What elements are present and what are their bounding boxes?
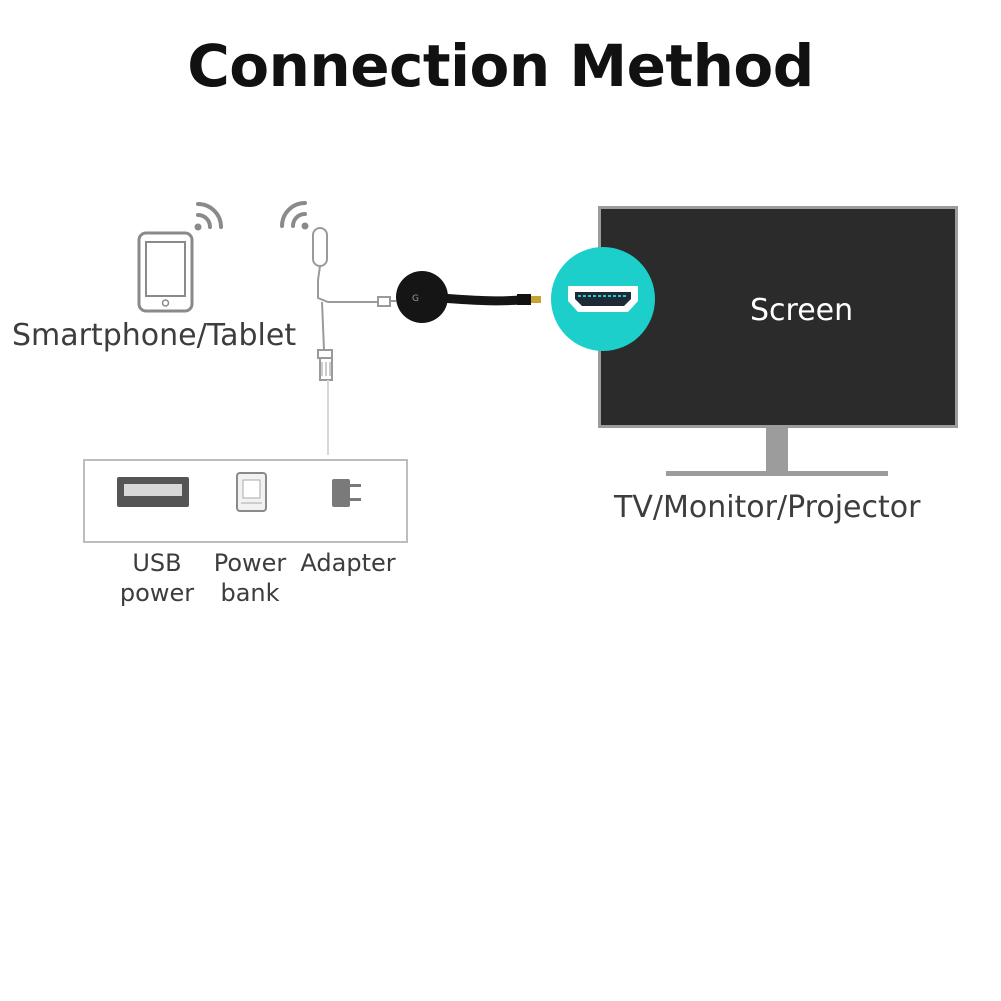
power-source-box [83,459,408,543]
usb-port-icon [117,477,189,507]
hdmi-dongle-icon: G [396,271,541,323]
usb-power-label-line1: USB [132,549,182,577]
hdmi-port-icon [551,247,655,351]
usb-power-label-line2: power [119,579,195,607]
power-bank-icon [236,472,267,512]
tablet-icon [137,231,194,313]
power-bank-label-line1: Power [213,549,287,577]
usb-power-label: USB power [112,548,202,608]
screen-label: Screen [750,293,854,328]
page-title: Connection Method [187,32,814,100]
wifi-icon [280,201,309,230]
tv-monitor-projector-label: TV/Monitor/Projector [614,490,921,525]
smartphone-tablet-label: Smartphone/Tablet [12,318,297,353]
power-bank-label: Power bank [210,548,290,608]
plug-adapter-icon [332,479,361,507]
svg-text:G: G [412,294,419,304]
power-bank-label-line2: bank [220,579,280,607]
wifi-icon [194,202,223,231]
antenna-cable [312,227,396,455]
adapter-label: Adapter [300,549,396,577]
tv-icon [598,206,958,476]
